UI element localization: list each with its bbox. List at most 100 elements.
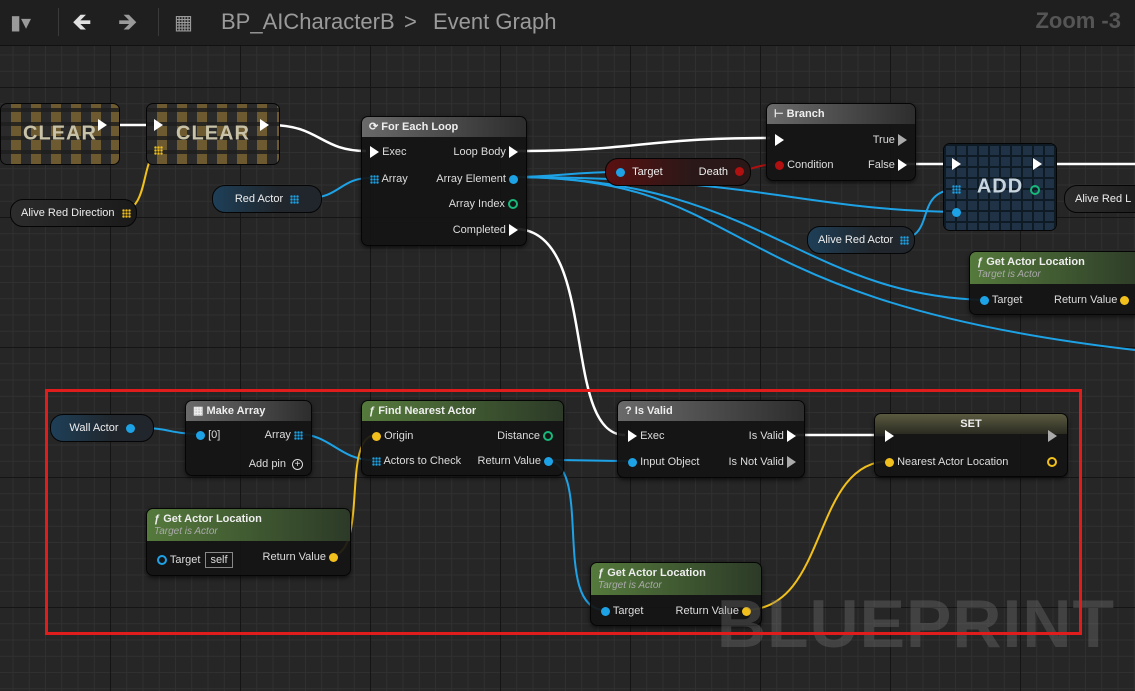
target-pin[interactable]: Target bbox=[980, 293, 1022, 307]
vector-wire bbox=[744, 460, 891, 611]
node-subtitle: Target is Actor bbox=[977, 269, 1041, 280]
find-nearest-actor-node[interactable]: ƒ Find Nearest Actor Origin Actors to Ch… bbox=[361, 400, 564, 476]
node-subtitle: Target is Actor bbox=[154, 526, 218, 537]
wall-actor-getter[interactable]: Wall Actor bbox=[50, 414, 154, 442]
variable-label: Alive Red Direction bbox=[21, 207, 115, 219]
return-value-pin[interactable]: Return Value bbox=[263, 550, 338, 564]
death-getter[interactable]: Target Death bbox=[605, 158, 751, 186]
back-arrow-icon[interactable]: 🡸 bbox=[72, 8, 92, 36]
true-pin[interactable]: True bbox=[873, 133, 907, 147]
clear-label: CLEAR bbox=[176, 122, 250, 145]
origin-pin[interactable]: Origin bbox=[372, 429, 413, 443]
clear-label: CLEAR bbox=[23, 122, 97, 145]
exec-out-pin[interactable] bbox=[260, 119, 269, 131]
exec-out-pin[interactable] bbox=[98, 119, 107, 131]
set-node[interactable]: SET Nearest Actor Location bbox=[874, 413, 1068, 477]
input-object-pin[interactable]: Input Object bbox=[628, 455, 699, 469]
variable-label: Red Actor bbox=[234, 193, 284, 205]
distance-pin[interactable]: Distance bbox=[497, 429, 553, 443]
is-not-valid-pin[interactable]: Is Not Valid bbox=[729, 455, 796, 469]
return-value-pin[interactable]: Return Value bbox=[1054, 293, 1130, 307]
array-in-pin[interactable] bbox=[952, 185, 961, 194]
loop-body-pin[interactable]: Loop Body bbox=[453, 145, 518, 159]
alive-red-actor-getter[interactable]: Alive Red Actor bbox=[807, 226, 915, 254]
blueprint-watermark: BLUEPRINT bbox=[716, 586, 1115, 662]
condition-pin[interactable]: Condition bbox=[775, 158, 834, 172]
node-header: ƒ Find Nearest Actor bbox=[362, 401, 563, 421]
exec-in-pin[interactable] bbox=[885, 429, 894, 443]
array-out-pin[interactable] bbox=[900, 235, 910, 245]
alive-red-l-getter[interactable]: Alive Red L bbox=[1064, 185, 1135, 213]
array-element-pin[interactable]: Array Element bbox=[436, 172, 518, 186]
zoom-level: Zoom -3 bbox=[1035, 8, 1121, 33]
branch-node[interactable]: ⊢ Branch Condition True False bbox=[766, 103, 916, 181]
breadcrumb-blueprint[interactable]: BP_AICharacterB bbox=[221, 9, 395, 34]
forward-arrow-icon[interactable]: 🡺 bbox=[118, 8, 138, 36]
node-header: ▦ Make Array bbox=[186, 401, 311, 421]
object-wire bbox=[509, 176, 986, 301]
actors-to-check-pin[interactable]: Actors to Check bbox=[372, 454, 461, 468]
target-pin[interactable]: Target bbox=[601, 604, 643, 618]
return-value-pin[interactable]: Return Value bbox=[676, 604, 751, 618]
node-title: Is Valid bbox=[634, 405, 673, 417]
node-header: SET bbox=[875, 414, 1067, 434]
target-pin[interactable] bbox=[616, 167, 625, 177]
breadcrumb-graph[interactable]: Event Graph bbox=[433, 9, 557, 34]
node-title: SET bbox=[960, 418, 982, 430]
self-input[interactable]: self bbox=[205, 552, 233, 568]
bool-out-pin[interactable] bbox=[735, 167, 744, 176]
index0-pin[interactable]: [0] bbox=[196, 428, 220, 442]
is-valid-node[interactable]: ? Is Valid Exec Input Object Is Valid Is… bbox=[617, 400, 805, 478]
array-index-pin[interactable]: Array Index bbox=[449, 197, 518, 211]
exec-in-pin[interactable] bbox=[775, 133, 784, 147]
red-actor-getter[interactable]: Red Actor bbox=[212, 185, 322, 213]
branch-icon: ⊢ bbox=[774, 108, 787, 120]
function-icon: ƒ bbox=[598, 567, 608, 579]
exec-out-pin[interactable] bbox=[1033, 158, 1042, 170]
add-pin-button[interactable]: Add pin+ bbox=[249, 457, 303, 471]
index-out-pin[interactable] bbox=[1030, 185, 1040, 195]
completed-pin[interactable]: Completed bbox=[453, 223, 518, 237]
exec-wire bbox=[514, 136, 771, 153]
bookmark-icon[interactable]: ▮▾ bbox=[10, 10, 32, 34]
array-out-pin[interactable]: Array bbox=[265, 428, 303, 442]
vector-out-pin[interactable] bbox=[1047, 455, 1057, 469]
node-title: For Each Loop bbox=[381, 121, 459, 133]
item-in-pin[interactable] bbox=[952, 208, 961, 217]
array-out-pin[interactable] bbox=[121, 208, 131, 218]
exec-in-pin[interactable]: Exec bbox=[628, 429, 665, 443]
exec-in-pin[interactable]: Exec bbox=[370, 145, 407, 159]
exec-in-pin[interactable] bbox=[952, 158, 961, 170]
death-label: Death bbox=[698, 166, 728, 178]
is-valid-pin[interactable]: Is Valid bbox=[749, 429, 796, 443]
toolbar: ▮▾ 🡸 🡺 ▦ BP_AICharacterB > Event Graph Z… bbox=[0, 0, 1135, 46]
alive-red-direction-getter[interactable]: Alive Red Direction bbox=[10, 199, 137, 227]
for-each-loop-node[interactable]: ⟳ For Each Loop Exec Array Loop Body Arr… bbox=[361, 116, 527, 246]
false-pin[interactable]: False bbox=[868, 158, 907, 172]
array-icon: ▦ bbox=[193, 405, 207, 417]
array-out-pin[interactable] bbox=[290, 194, 300, 204]
variable-label: Alive Red L bbox=[1075, 193, 1132, 205]
nearest-actor-location-pin[interactable]: Nearest Actor Location bbox=[885, 455, 1008, 469]
exec-in-pin[interactable] bbox=[154, 119, 163, 131]
node-title: Branch bbox=[786, 108, 825, 120]
object-out-pin[interactable] bbox=[125, 423, 135, 433]
clear-node-1[interactable]: CLEAR bbox=[0, 103, 120, 165]
return-value-pin[interactable]: Return Value bbox=[478, 454, 553, 468]
array-in-pin[interactable]: Array bbox=[370, 172, 408, 186]
add-label: ADD bbox=[976, 175, 1024, 198]
make-array-node[interactable]: ▦ Make Array [0] Array Add pin+ bbox=[185, 400, 312, 476]
variable-label: Alive Red Actor bbox=[818, 234, 894, 246]
variable-label: Wall Actor bbox=[69, 422, 119, 434]
array-in-pin[interactable] bbox=[154, 146, 163, 155]
clear-node-2[interactable]: CLEAR bbox=[146, 103, 280, 165]
exec-wire bbox=[514, 227, 626, 437]
node-header: ⊢ Branch bbox=[767, 104, 915, 124]
exec-out-pin[interactable] bbox=[1048, 429, 1057, 443]
